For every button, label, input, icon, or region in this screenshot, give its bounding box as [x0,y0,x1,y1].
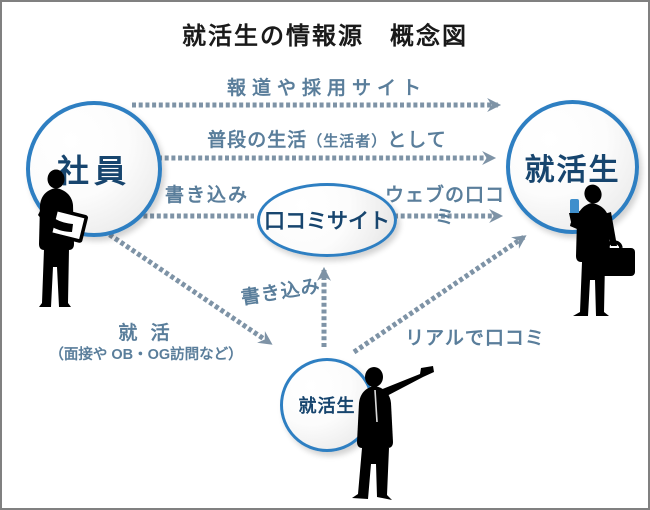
node-job-seeker-bottom-label: 就活生 [298,396,356,416]
page-title: 就活生の情報源 概念図 [182,23,468,50]
edge-label-job-hunt-main: 就 活 [118,323,174,344]
businessman-with-phone-and-bag-icon [569,184,635,316]
node-review-site: 口コミサイト [257,183,397,257]
edge-label-write-in: 書き込み [164,185,249,206]
edge-label-job-hunt: 就 活 （面接や OB・OG訪問など） [40,323,252,364]
pointing-businessman-icon [352,366,434,500]
edge-label-web-review: ウェブの口コミ [384,185,505,228]
node-review-site-label: 口コミサイト [264,210,390,233]
node-employee-label: 社員 [56,153,131,189]
edge-label-job-hunt-sub: （面接や OB・OG訪問など） [49,346,243,363]
edge-label-media: 報道や採用サイト [226,78,427,99]
edge-label-daily-life: 普段の生活（生活者）として [162,130,492,152]
node-employee: 社員 [26,101,162,237]
edge-label-daily-life-main: 普段の生活 [207,130,308,151]
edge-label-real-review: リアルで口コミ [405,328,545,349]
node-job-seeker-right-label: 就活生 [524,154,621,187]
arrow-real-review [352,234,527,355]
businessman-with-documents-icon [38,169,88,307]
edge-label-daily-life-paren: （生活者） [307,133,388,150]
edge-label-daily-life-tail: として [387,130,447,151]
